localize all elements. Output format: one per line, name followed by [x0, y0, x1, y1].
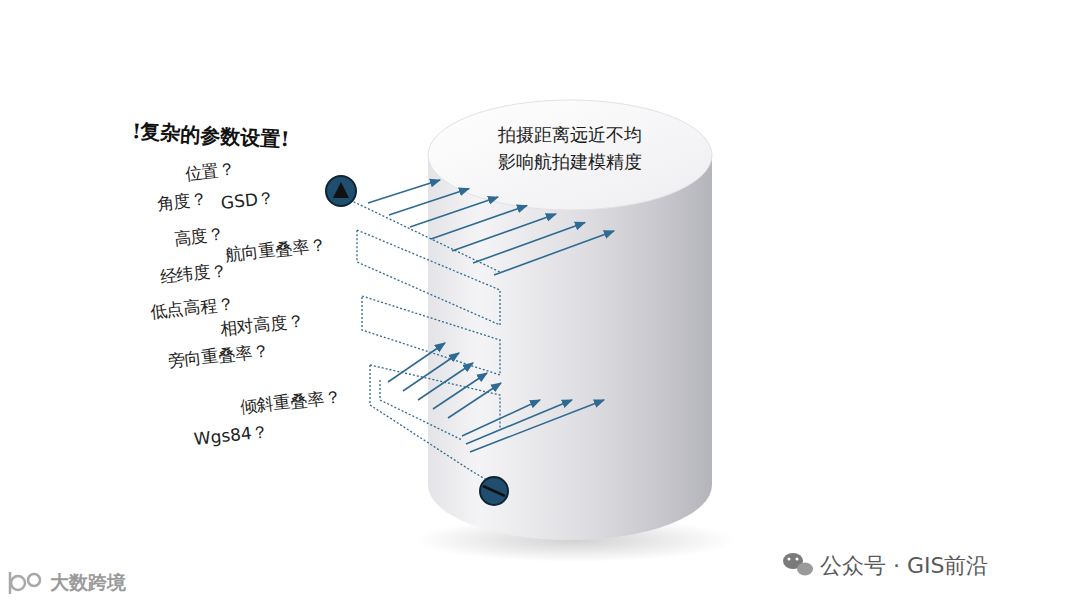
parameter-question: GSD？ — [220, 186, 276, 215]
cylinder-caption: 拍摄距离远近不均 影响航拍建模精度 — [478, 121, 662, 175]
shooting-ray — [473, 223, 585, 264]
shooting-ray — [418, 363, 473, 400]
shooting-ray — [433, 373, 487, 409]
shooting-ray — [494, 231, 614, 275]
parameter-question: 旁向重叠率？ — [167, 339, 271, 373]
shooting-ray — [448, 383, 501, 418]
camera-icon-top — [326, 176, 356, 206]
logo-icon — [10, 572, 40, 594]
camera-icon-bottom — [480, 477, 508, 505]
shooting-ray — [410, 197, 498, 227]
parameter-question: 高度？ — [173, 223, 226, 251]
shooting-ray — [431, 206, 527, 240]
shooting-ray — [466, 400, 572, 444]
cylinder-top: 拍摄距离远近不均 影响航拍建模精度 — [478, 121, 662, 175]
parameter-question: 位置？ — [184, 158, 237, 186]
shooting-ray — [470, 400, 604, 452]
shooting-ray — [452, 214, 556, 251]
parameter-question: 角度？ — [156, 188, 209, 216]
shooting-ray — [368, 180, 440, 203]
parameter-question: Wgs84？ — [193, 420, 270, 451]
shooting-ray — [388, 343, 445, 382]
slide-heading: !复杂的参数设置! — [131, 118, 290, 153]
watermark: 大数跨境 — [50, 570, 126, 596]
shooting-ray — [403, 353, 459, 391]
wechat-icon — [783, 553, 813, 576]
watermark: 公众号 · GIS前沿 — [820, 551, 988, 581]
parameter-question: 倾斜重叠率？ — [239, 385, 343, 419]
parameter-question: 航向重叠率？ — [224, 233, 328, 267]
parameter-question: 经纬度？ — [159, 259, 229, 289]
